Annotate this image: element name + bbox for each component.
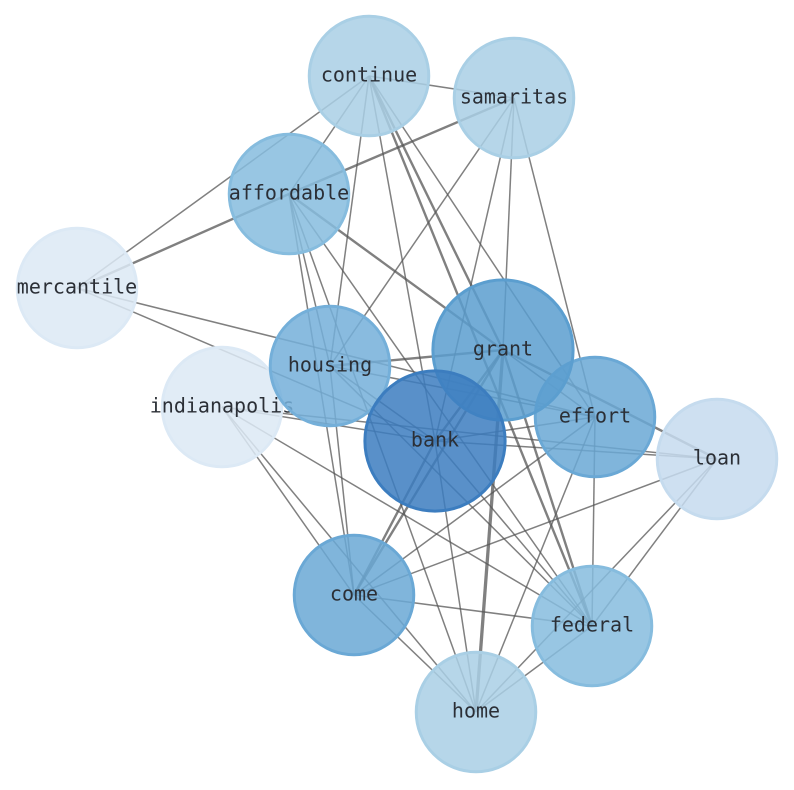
node-samaritas: samaritas <box>452 36 576 160</box>
node-circle-federal <box>530 564 654 688</box>
node-circle-mercantile <box>15 226 139 350</box>
node-layer: indianapolis mercantile loan continue samari… <box>15 14 779 774</box>
node-label-come: come <box>330 582 378 606</box>
node-label-bank: bank <box>411 428 459 452</box>
node-label-federal: federal <box>550 613 634 637</box>
edge-loan-come <box>353 458 718 596</box>
node-label-housing: housing <box>288 353 372 377</box>
node-circle-loan <box>655 397 779 521</box>
node-home: home <box>414 650 538 774</box>
node-circle-affordable <box>227 132 351 256</box>
node-label-samaritas: samaritas <box>460 85 568 109</box>
node-mercantile: mercantile <box>15 226 139 350</box>
node-affordable: affordable <box>227 132 351 256</box>
edge-indianapolis-federal <box>221 406 593 627</box>
node-label-home: home <box>452 699 500 723</box>
node-circle-continue <box>307 14 431 138</box>
node-loan: loan <box>655 397 779 521</box>
node-label-indianapolis: indianapolis <box>150 394 295 418</box>
node-circle-come <box>292 533 416 657</box>
node-federal: federal <box>530 564 654 688</box>
node-label-affordable: affordable <box>229 181 349 205</box>
node-effort: effort <box>533 355 657 479</box>
node-come: come <box>292 533 416 657</box>
node-bank: bank <box>363 369 507 513</box>
node-label-continue: continue <box>321 63 417 87</box>
node-label-loan: loan <box>693 446 741 470</box>
node-indianapolis: indianapolis <box>150 345 295 469</box>
node-label-effort: effort <box>559 404 631 428</box>
node-circle-samaritas <box>452 36 576 160</box>
node-label-grant: grant <box>473 337 533 361</box>
node-continue: continue <box>307 14 431 138</box>
node-label-mercantile: mercantile <box>17 275 137 299</box>
node-housing: housing <box>268 304 392 428</box>
node-circle-housing <box>268 304 392 428</box>
node-circle-home <box>414 650 538 774</box>
node-circle-indianapolis <box>160 345 284 469</box>
node-circle-bank <box>363 369 507 513</box>
node-circle-effort <box>533 355 657 479</box>
